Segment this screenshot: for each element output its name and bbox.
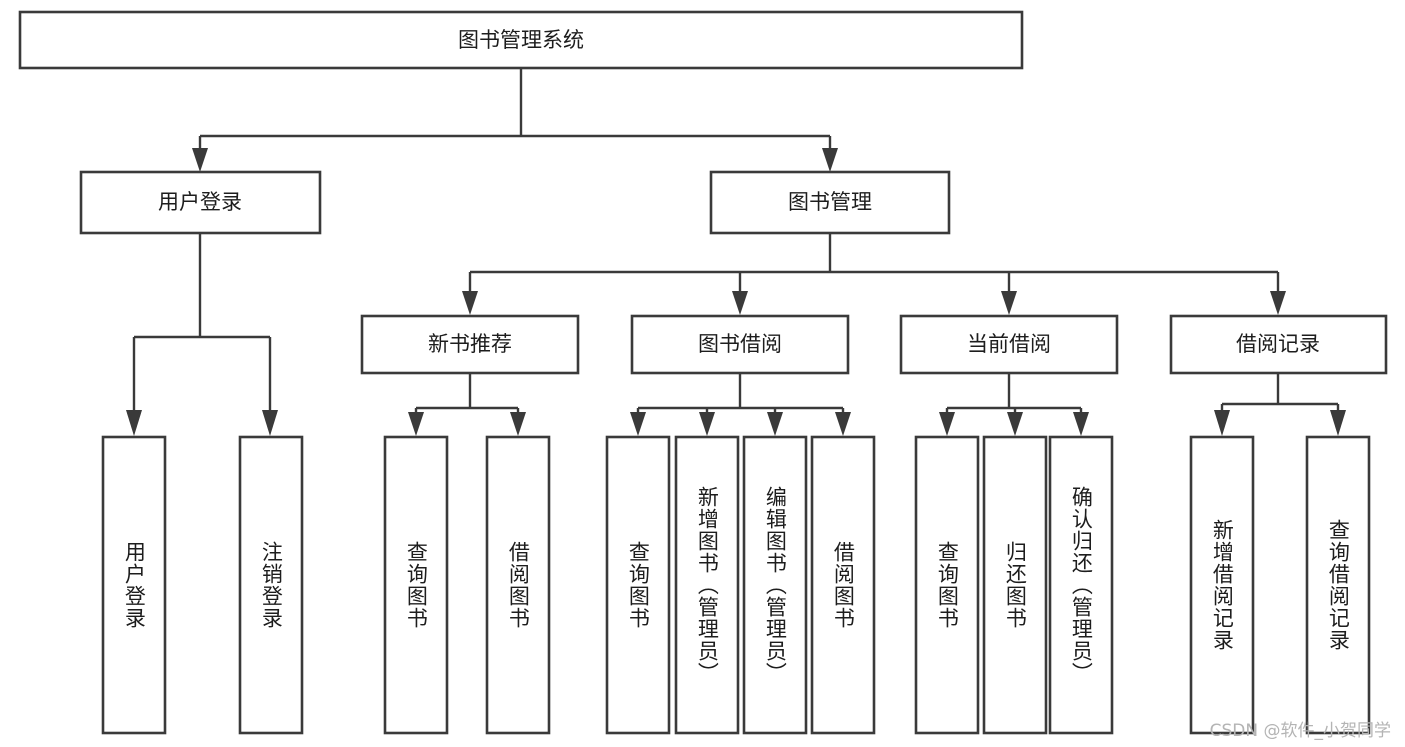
node-leaf-borrow-records-1-box[interactable] bbox=[1305, 435, 1371, 735]
arrow-head-userlogin-leaf1 bbox=[262, 410, 278, 436]
arrow-head-level3-3 bbox=[1270, 291, 1286, 315]
arrow-head-userlogin bbox=[192, 148, 208, 172]
arrow-head-newbook-1 bbox=[510, 412, 526, 436]
arrow-head-level3-2 bbox=[1001, 291, 1017, 315]
arrow-head-records-1 bbox=[1330, 410, 1346, 436]
node-leaf-borrow-records-0-box[interactable] bbox=[1189, 435, 1255, 735]
node-book-management-box[interactable] bbox=[709, 170, 951, 235]
arrow-head-level3-0 bbox=[462, 291, 478, 315]
arrow-head-records-0 bbox=[1214, 410, 1230, 436]
node-book-borrow-label: 图书借阅 bbox=[698, 332, 782, 356]
arrow-head-bookmgmt bbox=[822, 148, 838, 172]
node-leaf-current-borrow-0-box[interactable] bbox=[914, 435, 980, 735]
node-current-borrow-box[interactable] bbox=[899, 314, 1119, 375]
node-leaf-user-login-0-box[interactable] bbox=[101, 435, 167, 735]
node-book-management-label: 图书管理 bbox=[788, 190, 872, 214]
node-current-borrow-label: 当前借阅 bbox=[967, 332, 1051, 356]
arrow-head-current-1 bbox=[1007, 412, 1023, 436]
node-leaf-current-borrow-2-box[interactable] bbox=[1048, 435, 1114, 735]
node-new-book-recommend-box[interactable] bbox=[360, 314, 580, 375]
node-new-book-recommend-label: 新书推荐 bbox=[428, 332, 512, 356]
arrow-head-newbook-0 bbox=[408, 412, 424, 436]
node-leaf-book-borrow-0-box[interactable] bbox=[605, 435, 671, 735]
arrow-head-borrow-2 bbox=[767, 412, 783, 436]
arrow-head-userlogin-leaf0 bbox=[126, 410, 142, 436]
arrow-head-level3-1 bbox=[732, 291, 748, 315]
node-borrow-records-label: 借阅记录 bbox=[1236, 332, 1320, 356]
node-root-box[interactable] bbox=[18, 10, 1024, 70]
node-user-login-label: 用户登录 bbox=[158, 190, 242, 214]
node-leaf-new-book-1-box[interactable] bbox=[485, 435, 551, 735]
node-leaf-current-borrow-1-box[interactable] bbox=[982, 435, 1048, 735]
node-leaf-book-borrow-1-box[interactable] bbox=[674, 435, 740, 735]
arrow-head-current-2 bbox=[1073, 412, 1089, 436]
node-root-label: 图书管理系统 bbox=[458, 28, 584, 52]
arrow-head-current-0 bbox=[939, 412, 955, 436]
node-leaf-book-borrow-2-box[interactable] bbox=[742, 435, 808, 735]
node-borrow-records-box[interactable] bbox=[1169, 314, 1388, 375]
connector-layer bbox=[126, 68, 1346, 436]
node-leaf-book-borrow-3-box[interactable] bbox=[810, 435, 876, 735]
arrow-head-borrow-3 bbox=[835, 412, 851, 436]
arrow-head-borrow-0 bbox=[630, 412, 646, 436]
node-layer: 图书管理系统 用户登录 图书管理 新书推荐 图书借阅 当前借阅 借阅记录 bbox=[18, 10, 1388, 735]
node-book-borrow-box[interactable] bbox=[630, 314, 850, 375]
node-leaf-user-login-1-box[interactable] bbox=[238, 435, 304, 735]
node-leaf-new-book-0-box[interactable] bbox=[383, 435, 449, 735]
node-user-login-box[interactable] bbox=[79, 170, 322, 235]
arrow-head-borrow-1 bbox=[699, 412, 715, 436]
